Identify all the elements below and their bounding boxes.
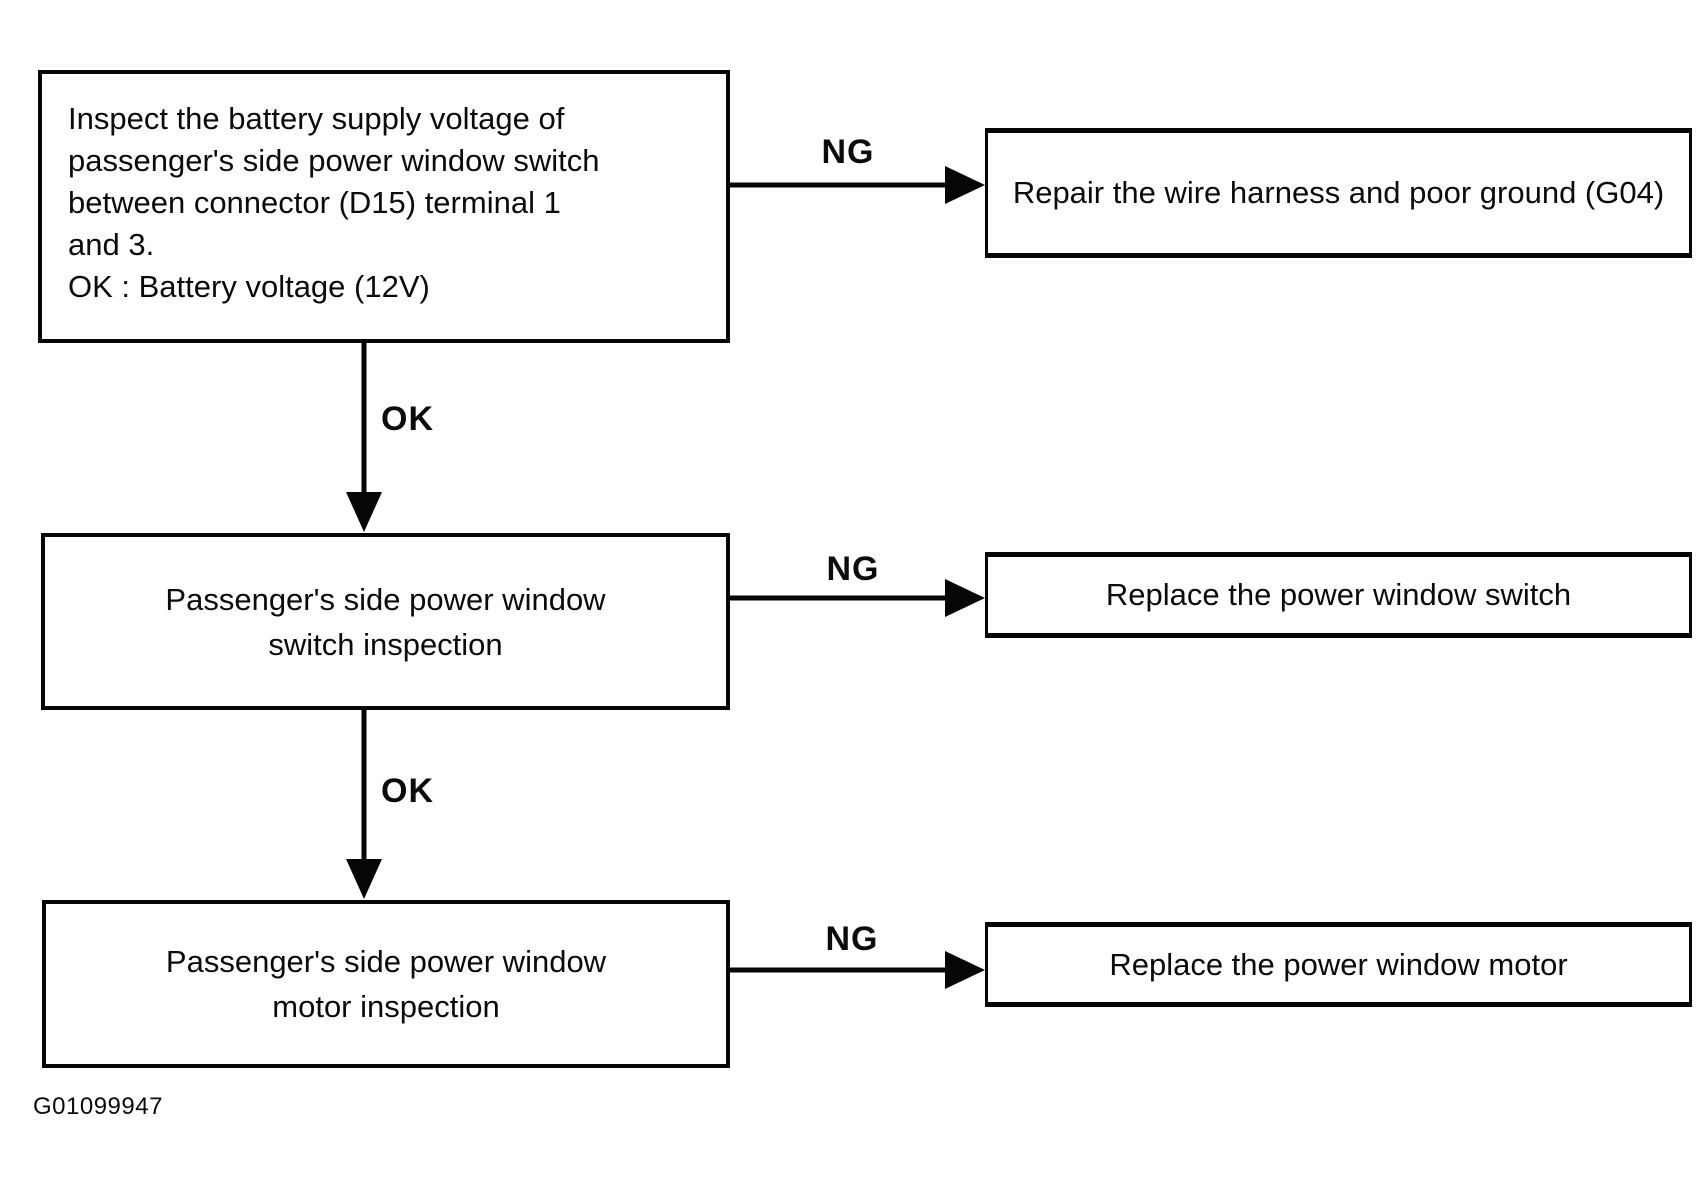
ng-arrow-1 <box>728 166 985 204</box>
step-text-switch-inspection: Passenger's side power window switch ins… <box>165 581 606 662</box>
step-box-motor-inspection: Passenger's side power window motor insp… <box>42 900 730 1068</box>
action-box-replace-motor: Replace the power window motor <box>985 922 1692 1007</box>
ok-label-2: OK <box>381 772 434 810</box>
ok-label-1: OK <box>381 400 434 438</box>
action-text-replace-motor: Replace the power window motor <box>1109 946 1568 982</box>
ng-label-1: NG <box>821 133 875 171</box>
figure-code: G01099947 <box>33 1093 163 1120</box>
step-text-battery-voltage-inspection: Inspect the battery supply voltage of pa… <box>68 101 600 304</box>
action-box-replace-switch: Replace the power window switch <box>985 552 1692 638</box>
ng-arrow-2 <box>728 579 985 617</box>
step-text-motor-inspection: Passenger's side power window motor insp… <box>165 944 607 1024</box>
action-text-repair-wire-harness: Repair the wire harness and poor ground … <box>1012 175 1665 210</box>
ng-label-3: NG <box>825 920 879 958</box>
step-box-switch-inspection: Passenger's side power window switch ins… <box>41 533 730 710</box>
ok-arrow-2 <box>346 708 382 899</box>
ng-label-2: NG <box>826 550 880 588</box>
action-box-repair-wire-harness: Repair the wire harness and poor ground … <box>985 128 1692 258</box>
action-text-replace-switch: Replace the power window switch <box>1105 577 1572 612</box>
ok-arrow-1 <box>346 341 382 532</box>
ng-arrow-3 <box>728 951 985 989</box>
step-box-battery-voltage-inspection: Inspect the battery supply voltage of pa… <box>38 70 730 343</box>
